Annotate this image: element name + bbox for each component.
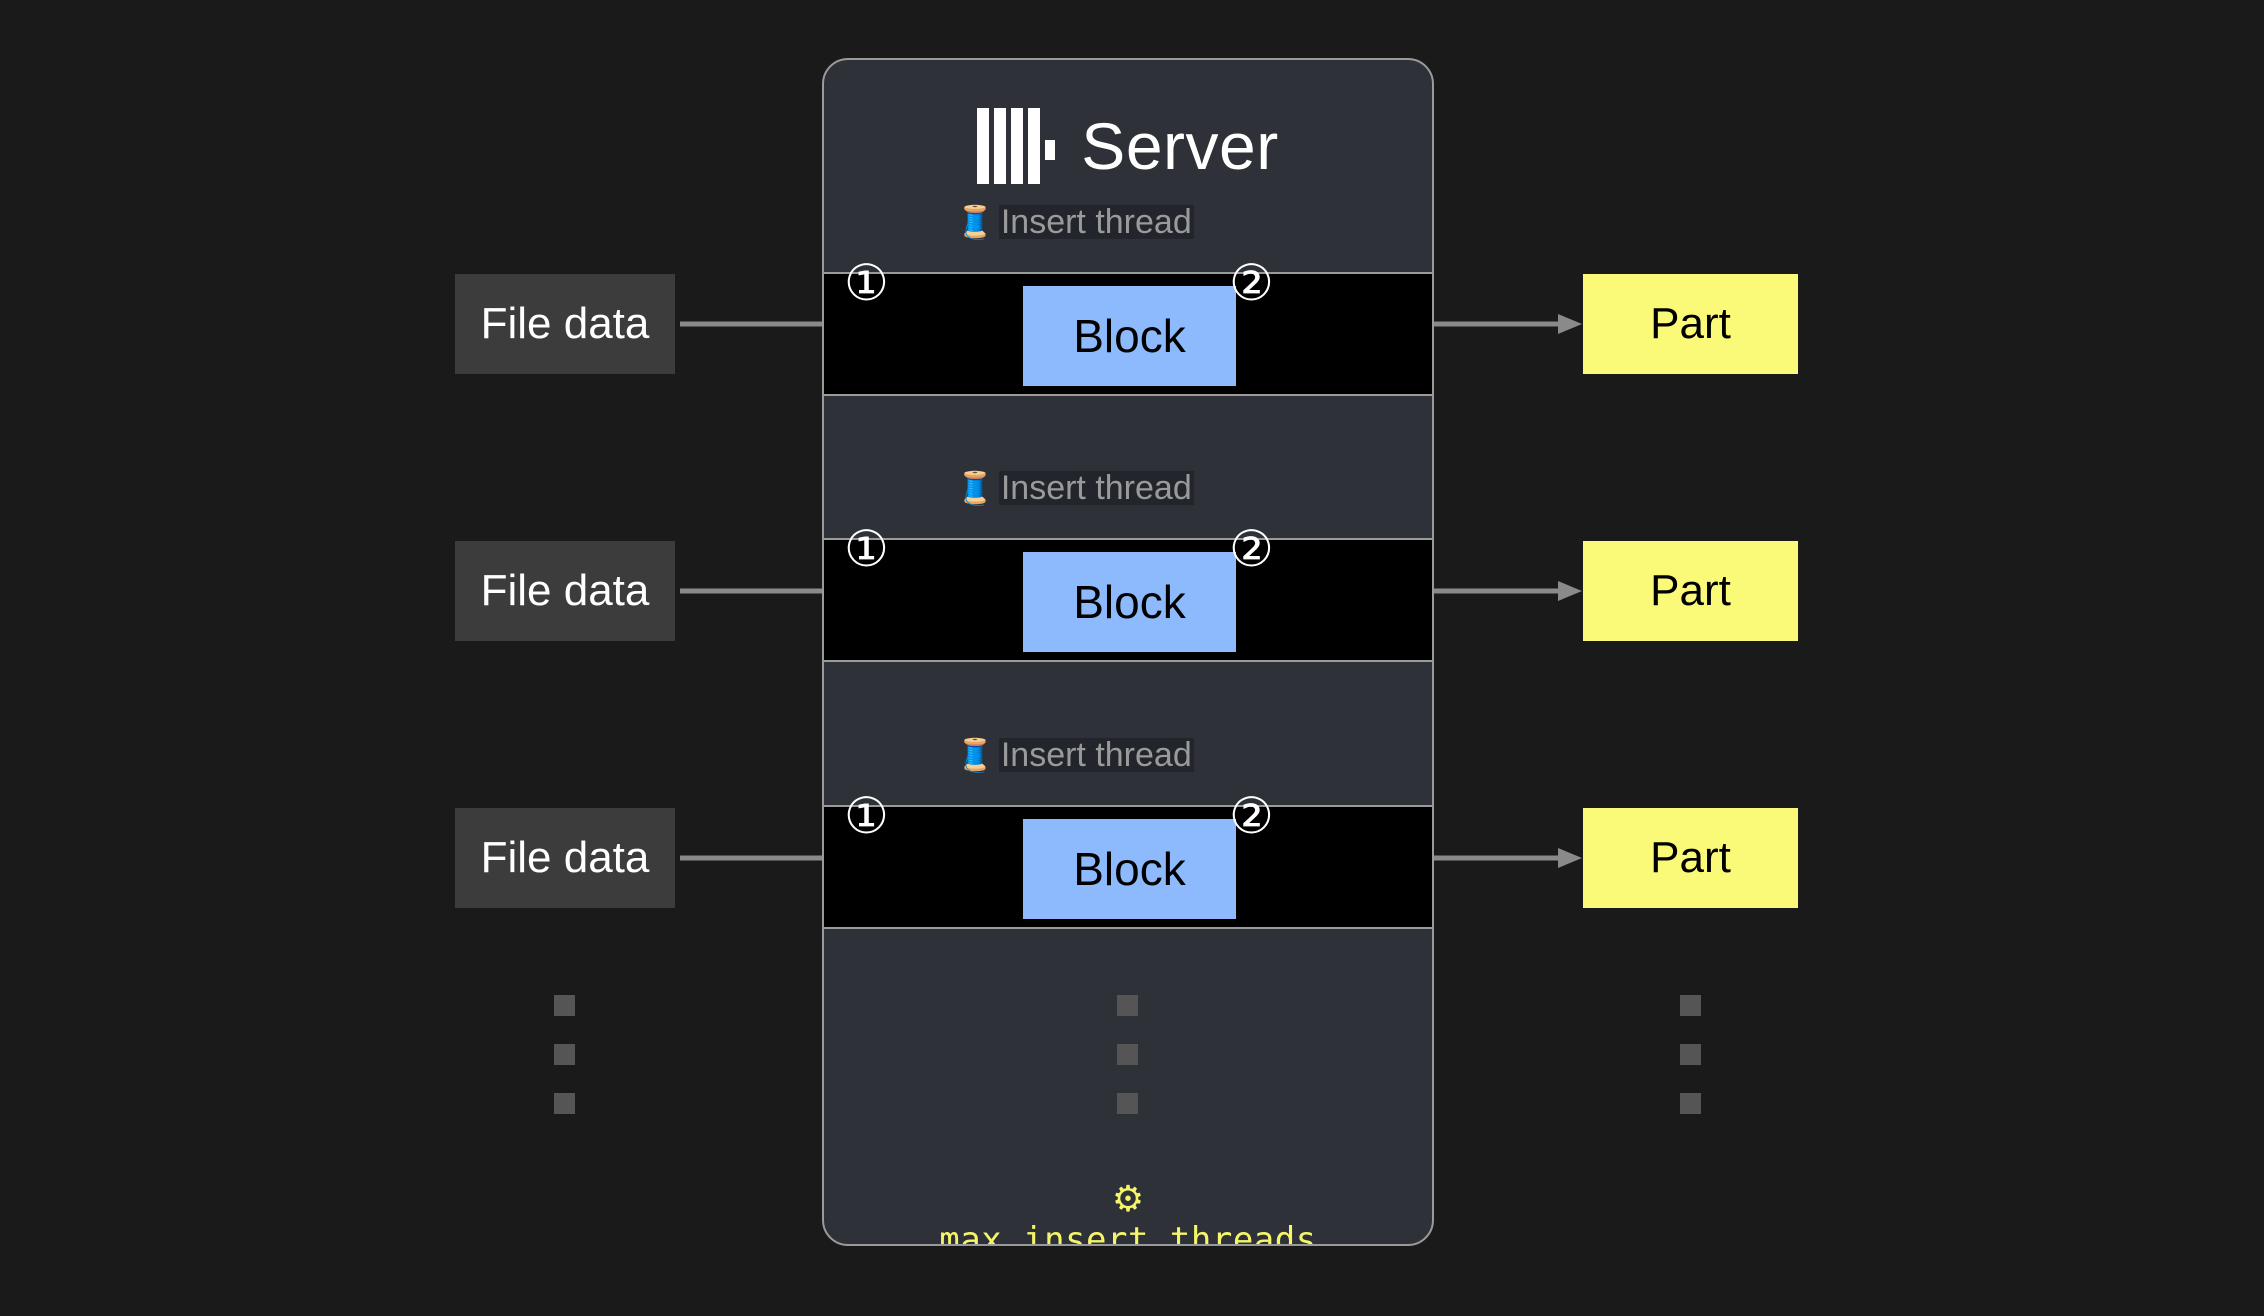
insert-thread-label-2: 🧵 Insert thread — [955, 471, 1194, 505]
ellipsis-dot — [1680, 1044, 1701, 1065]
gear-icon: ⚙ — [1111, 1178, 1145, 1219]
server-header: Server — [824, 60, 1432, 232]
block-label: Block — [1073, 843, 1186, 895]
step-number-3-in: ① — [844, 788, 889, 844]
setting-footer: ⚙ max_insert_threads — [824, 1178, 1432, 1246]
part-label: Part — [1650, 299, 1731, 348]
ellipsis-dot — [554, 1044, 575, 1065]
insert-thread-label-1: 🧵 Insert thread — [955, 205, 1194, 239]
step-number-1-in: ① — [844, 255, 889, 311]
step-number-1-out: ② — [1229, 255, 1274, 311]
file-data-label: File data — [480, 299, 650, 348]
block-label: Block — [1073, 576, 1186, 628]
clickhouse-logo-icon — [977, 108, 1056, 184]
step-number-3-out: ② — [1229, 788, 1274, 844]
step-number-2-out: ② — [1229, 521, 1274, 577]
insert-thread-text: Insert thread — [998, 736, 1194, 774]
server-title: Server — [1081, 109, 1279, 183]
file-data-box-1: File data — [455, 274, 675, 374]
ellipsis-dot — [1680, 1093, 1701, 1114]
part-label: Part — [1650, 566, 1731, 615]
block-label: Block — [1073, 310, 1186, 362]
ellipsis-dot — [1117, 995, 1138, 1016]
insert-thread-lane-1: ① Block ② — [824, 258, 1432, 396]
insert-thread-text: Insert thread — [998, 203, 1194, 241]
insert-thread-lane-3: ① Block ② — [824, 791, 1432, 929]
file-data-label: File data — [480, 566, 650, 615]
part-box-3: Part — [1583, 808, 1798, 908]
file-data-box-2: File data — [455, 541, 675, 641]
thread-spool-icon: 🧵 — [955, 204, 995, 240]
insert-thread-label-3: 🧵 Insert thread — [955, 738, 1194, 772]
block-box-1: Block — [1023, 286, 1236, 386]
ellipsis-column-inputs — [554, 995, 575, 1114]
part-box-1: Part — [1583, 274, 1798, 374]
part-label: Part — [1650, 833, 1731, 882]
ellipsis-column-threads — [1117, 995, 1138, 1114]
file-data-label: File data — [480, 833, 650, 882]
ellipsis-dot — [554, 1093, 575, 1114]
insert-thread-text: Insert thread — [998, 469, 1194, 507]
block-box-2: Block — [1023, 552, 1236, 652]
ellipsis-dot — [1117, 1093, 1138, 1114]
step-number-2-in: ① — [844, 521, 889, 577]
ellipsis-dot — [1680, 995, 1701, 1016]
insert-thread-lane-2: ① Block ② — [824, 524, 1432, 662]
setting-name: max_insert_threads — [939, 1219, 1317, 1246]
part-box-2: Part — [1583, 541, 1798, 641]
ellipsis-column-outputs — [1680, 995, 1701, 1114]
ellipsis-dot — [554, 995, 575, 1016]
ellipsis-dot — [1117, 1044, 1138, 1065]
thread-spool-icon: 🧵 — [955, 470, 995, 506]
thread-spool-icon: 🧵 — [955, 737, 995, 773]
block-box-3: Block — [1023, 819, 1236, 919]
file-data-box-3: File data — [455, 808, 675, 908]
